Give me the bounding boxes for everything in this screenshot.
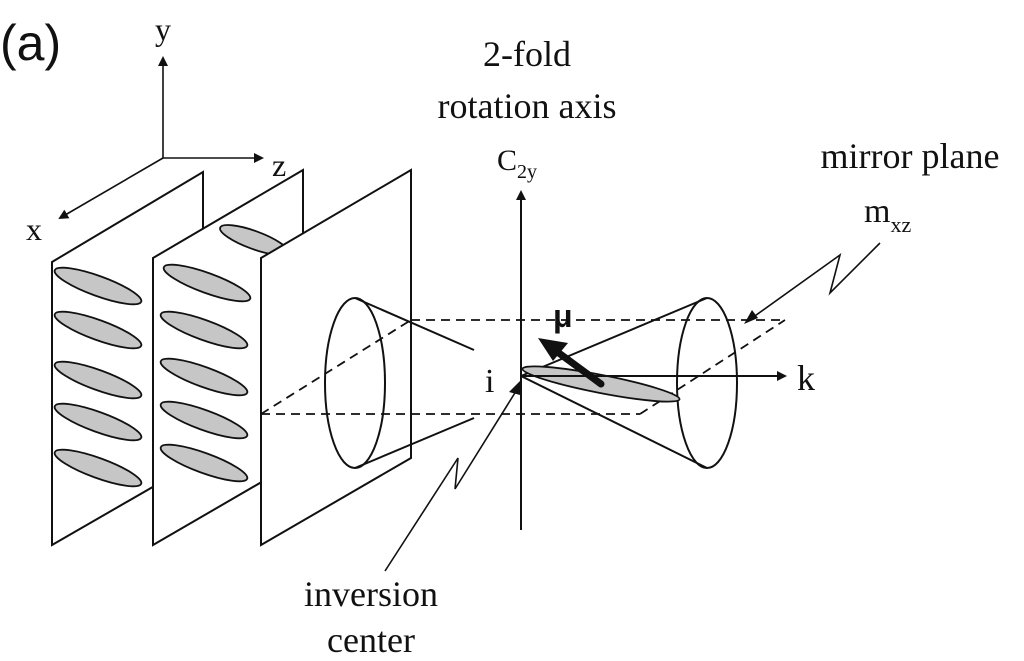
molecule-ellipse [159, 400, 249, 440]
z-axis-label: z [272, 147, 286, 183]
molecule-ellipse [159, 443, 249, 483]
y-axis-label: y [155, 11, 171, 47]
inversion-symbol: i [485, 363, 494, 400]
molecule-ellipse [53, 266, 143, 306]
inversion-pointer [384, 380, 521, 572]
molecule-ellipse [53, 448, 143, 488]
molecule-ellipse [53, 402, 143, 442]
inversion-line1: inversion [304, 574, 438, 614]
k-axis-label: k [797, 358, 815, 398]
panel-label: (a) [0, 15, 61, 71]
mxz-symbol: m [864, 193, 890, 230]
molecule-ellipse [159, 310, 249, 350]
c2y-label: C2y [497, 144, 537, 183]
mirror-plane-outline [260, 319, 786, 415]
molecule-ellipse [53, 360, 143, 400]
c2y-symbol: C [497, 144, 517, 177]
rotation-axis-line1: 2-fold [483, 34, 571, 74]
dipole-arrow [538, 338, 605, 388]
molecule-ellipse [159, 357, 249, 397]
mxz-label: mxz [864, 193, 911, 237]
c2y-subscript: 2y [517, 161, 537, 183]
x-axis-label: x [26, 211, 42, 247]
mirror-pointer [744, 242, 881, 324]
dipole-symbol: μ [553, 298, 573, 334]
mxz-subscript: xz [890, 212, 911, 237]
x-axis-arrow [58, 157, 164, 220]
mirror-plane-line1: mirror plane [821, 136, 1000, 176]
molecule-ellipse [53, 310, 143, 350]
left-cone [324, 297, 475, 469]
inversion-line2: center [327, 620, 415, 660]
rotation-axis-line2: rotation axis [438, 86, 617, 126]
molecule-ellipse [162, 263, 252, 303]
coordinate-axes: y z x [26, 11, 286, 247]
